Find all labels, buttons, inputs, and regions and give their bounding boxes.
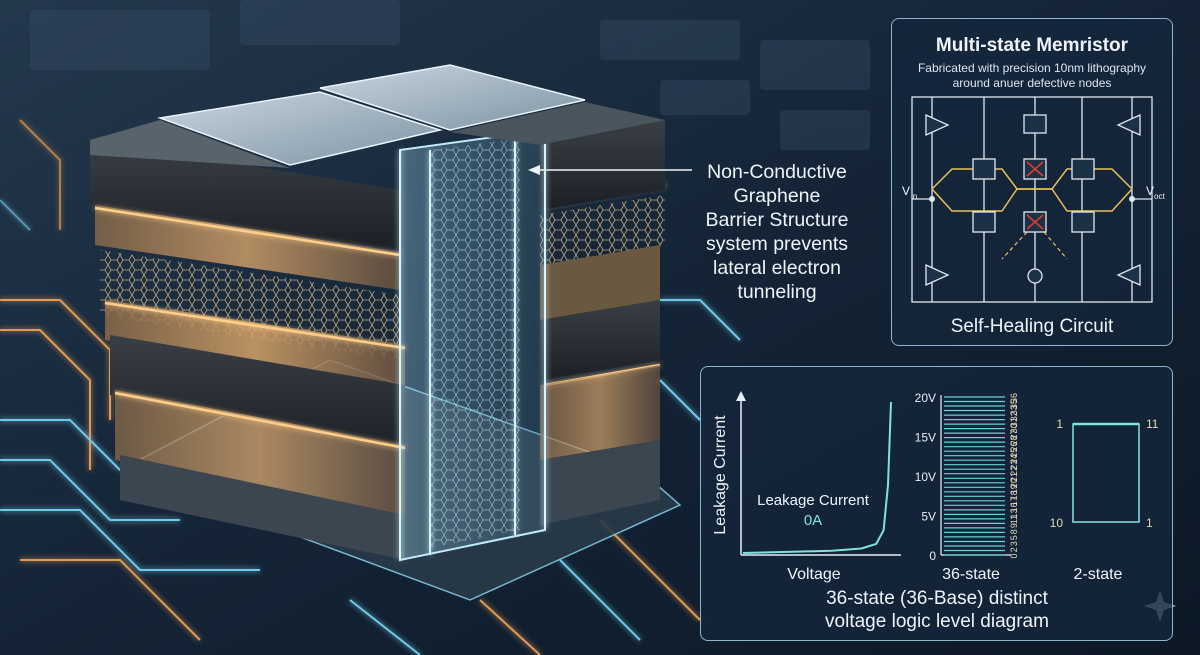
- state-level-label: 33: [1009, 405, 1019, 415]
- leakage-curve: [742, 401, 892, 554]
- charts-caption-2: voltage logic level diagram: [825, 611, 1049, 632]
- circuit-panel-title: Multi-state Memristor: [935, 35, 1129, 56]
- state-level-label: 0: [1009, 553, 1019, 558]
- circuit-panel-footer: Self-Healing Circuit: [950, 316, 1114, 337]
- y-tick-label: 10V: [915, 470, 936, 484]
- leakage-annotation-value: 0A: [804, 512, 822, 529]
- state-level-label: 26: [1009, 442, 1019, 452]
- leakage-xlabel: Voltage: [787, 566, 840, 583]
- y-tick-label: 0: [929, 549, 936, 563]
- circuit-panel-subtitle-1: Fabricated with precision 10nm lithograp…: [917, 61, 1147, 75]
- callout-line: system prevents: [706, 233, 848, 255]
- state-level-label: 25: [1009, 448, 1019, 458]
- state-level-label: 11: [1009, 515, 1019, 524]
- charts-caption-1: 36-state (36-Base) distinct: [826, 588, 1048, 609]
- leakage-ylabel: Leakage Current: [712, 415, 729, 535]
- state-level-label: 27: [1009, 429, 1019, 439]
- state-level-label: 36: [1009, 393, 1019, 403]
- state-level-label: 9: [1009, 523, 1019, 528]
- 2-state-chart: 1 10 11 1 2-state: [1050, 417, 1159, 583]
- 36-state-xlabel: 36-state: [942, 566, 1000, 583]
- voltage-logic-panel: Leakage Current Voltage Leakage Current …: [700, 366, 1173, 641]
- state-level-label: 17: [1009, 496, 1019, 506]
- vout-label: V: [1146, 184, 1154, 198]
- leakage-chart: Leakage Current Voltage Leakage Current …: [712, 391, 901, 583]
- 2-state-right-bottom: 1: [1146, 516, 1153, 530]
- vin-label: V: [902, 184, 910, 198]
- state-level-label: 19: [1009, 484, 1019, 494]
- y-tick-label: 15V: [915, 431, 936, 445]
- y-tick-label: 5V: [921, 510, 936, 524]
- state-level-label: 32: [1009, 411, 1019, 421]
- 2-state-left-bottom: 10: [1050, 516, 1064, 530]
- callout-line: lateral electron: [713, 257, 841, 279]
- 2-state-box: [1072, 423, 1140, 523]
- state-level-label: 21: [1009, 472, 1019, 482]
- memristor-circuit-panel: V in V oct Multi-state Memristor Fabrica…: [891, 18, 1173, 346]
- state-level-label: 18: [1009, 490, 1019, 500]
- state-level-label: 28: [1009, 435, 1019, 445]
- leakage-annotation: Leakage Current: [757, 492, 870, 509]
- y-tick-label: 20V: [915, 391, 936, 405]
- vout-subscript: oct: [1154, 192, 1165, 201]
- state-level-label: 16: [1009, 502, 1019, 512]
- voltage-logic-charts: Leakage Current Voltage Leakage Current …: [712, 391, 1159, 632]
- state-level-label: 20: [1009, 478, 1019, 488]
- state-level-label: 5: [1009, 535, 1019, 540]
- self-healing-circuit-diagram: V in V oct: [902, 96, 1165, 303]
- state-level-label: 3: [1009, 541, 1019, 546]
- state-level-label: 31: [1009, 417, 1019, 427]
- callout-line: Non-Conductive: [707, 161, 847, 183]
- state-level-label: 35: [1009, 399, 1019, 409]
- callout-line: Barrier Structure: [705, 209, 849, 231]
- state-level-label: 24: [1009, 454, 1019, 464]
- 2-state-right-top: 11: [1146, 417, 1159, 431]
- circuit-panel-subtitle-2: around anuer defective nodes: [952, 76, 1112, 90]
- callout-line: tunneling: [737, 281, 817, 303]
- state-level-label: 23: [1009, 460, 1019, 470]
- vin-subscript: in: [911, 192, 917, 201]
- state-level-label: 13: [1009, 508, 1019, 518]
- callout-line: Graphene: [733, 185, 821, 207]
- state-level-label: 30: [1009, 423, 1019, 433]
- 2-state-left-top: 1: [1056, 417, 1063, 431]
- 2-state-xlabel: 2-state: [1074, 566, 1123, 583]
- state-level-label: 8: [1009, 529, 1019, 534]
- state-level-label: 2: [1009, 547, 1019, 552]
- state-level-label: 22: [1009, 466, 1019, 476]
